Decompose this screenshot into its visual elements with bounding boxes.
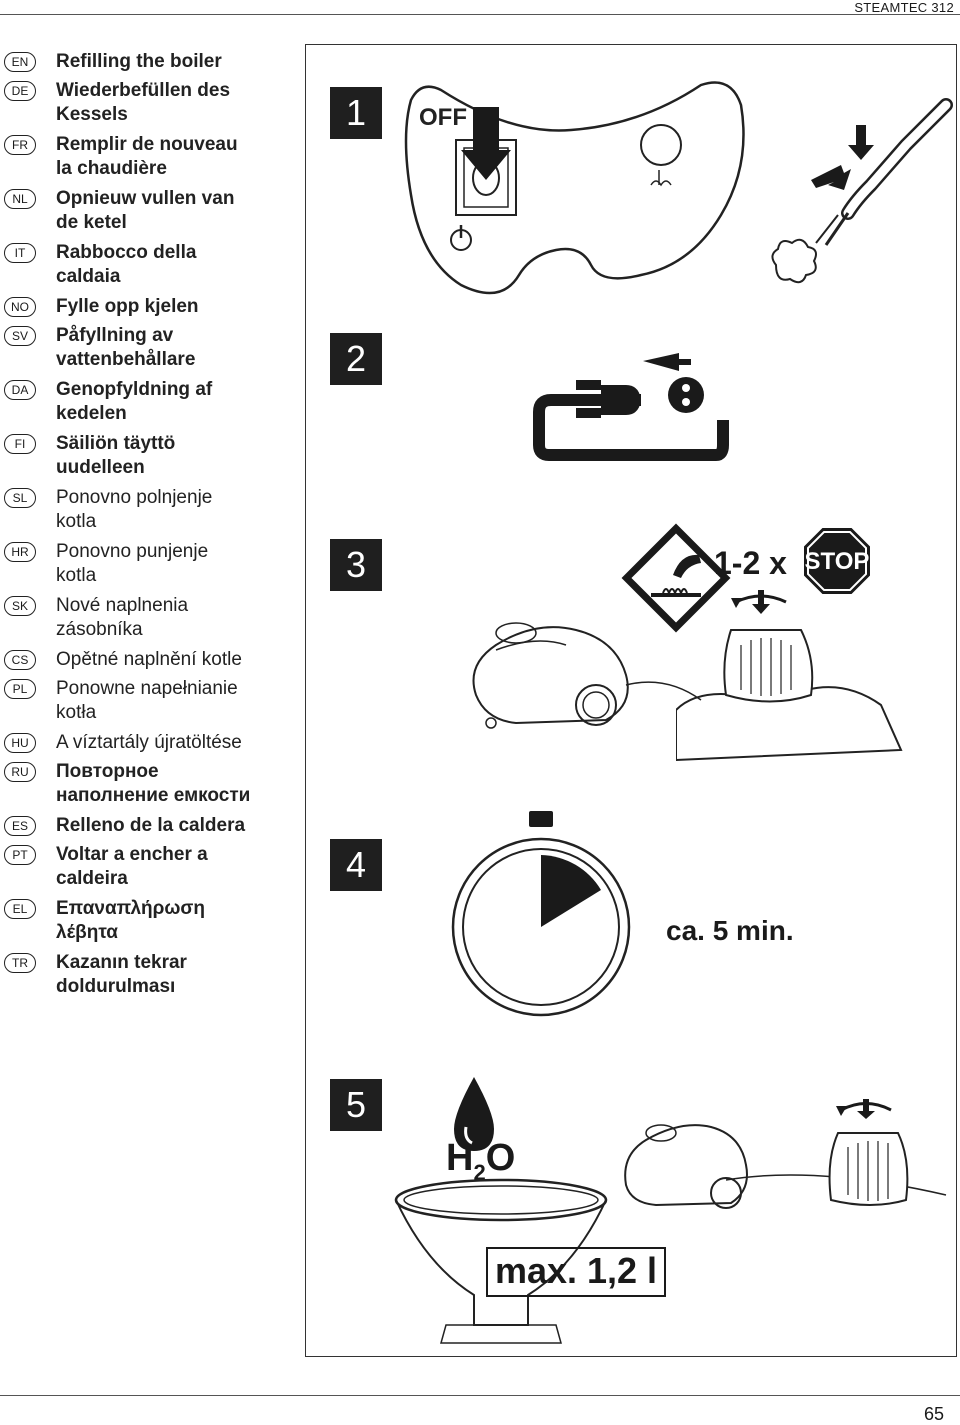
lang-badge: SV	[4, 326, 36, 346]
language-list: EN Refilling the boiler DE Wiederbefüllen …	[0, 0, 300, 1000]
lang-text: Voltar a encher a caldeira	[56, 844, 208, 889]
lang-row: HR Ponovno punjenje kotla	[4, 540, 286, 588]
lang-text: Ponovno punjenje kotla	[56, 541, 209, 586]
lang-badge: ES	[4, 816, 36, 836]
capacity-box: max. 1,2 l	[486, 1247, 666, 1297]
lang-badge: CS	[4, 650, 36, 670]
lang-row: DE Wiederbefüllen des Kessels	[4, 79, 286, 127]
water-formula: H2O	[446, 1137, 516, 1185]
header-divider	[0, 14, 960, 15]
lang-row: PT Voltar a encher a caldeira	[4, 843, 286, 891]
lang-text: Opětné naplnění kotle	[56, 649, 242, 670]
lang-badge: TR	[4, 953, 36, 973]
lang-text: Refilling the boiler	[56, 51, 222, 72]
lang-text: Remplir de nouveau la chaudière	[56, 134, 238, 179]
lang-row: SL Ponovno polnjenje kotla	[4, 486, 286, 534]
lang-badge: SL	[4, 488, 36, 508]
lang-badge: DA	[4, 380, 36, 400]
lang-text: Säiliön täyttö uudelleen	[56, 433, 176, 478]
lang-row: RU Повторное наполнение емкости	[4, 760, 286, 808]
lang-row: EN Refilling the boiler	[4, 50, 286, 74]
stopwatch-icon	[451, 811, 631, 1017]
lang-row: FR Remplir de nouveau la chaudière	[4, 133, 286, 181]
lang-badge: SK	[4, 596, 36, 616]
rotate-arrow-icon	[731, 590, 787, 614]
lang-badge: HU	[4, 733, 36, 753]
lang-text: Påfyllning av vattenbehållare	[56, 325, 196, 370]
lang-row: ES Relleno de la caldera	[4, 814, 286, 838]
unplug-illustration	[533, 353, 729, 461]
lang-row: EL Επαναπλήρωση λέβητα	[4, 897, 286, 945]
control-panel-illustration: OFF	[404, 81, 745, 295]
lang-badge: PL	[4, 679, 36, 699]
lang-text: Επαναπλήρωση λέβητα	[56, 898, 206, 943]
lang-badge: HR	[4, 542, 36, 562]
steam-cloud-icon	[771, 238, 817, 284]
rotate-arrow-icon	[836, 1099, 892, 1119]
lang-row: SV Påfyllning av vattenbehållare	[4, 324, 286, 372]
page-number: 65	[923, 1404, 944, 1424]
lang-text: Rabbocco della caldaia	[56, 242, 197, 287]
step-number: 5	[330, 1079, 382, 1131]
lang-row: PL Ponowne napełnianie kotła	[4, 677, 286, 725]
lang-row: TR Kazanın tekrar doldurulması	[4, 951, 286, 999]
lang-text: Ponovno polnjenje kotla	[56, 487, 213, 532]
lang-text: Genopfyldning af kedelen	[56, 379, 213, 424]
lang-row: FI Säiliön täyttö uudelleen	[4, 432, 286, 480]
lang-text: A víztartály újratöltése	[56, 732, 242, 753]
lang-badge: EN	[4, 52, 36, 72]
hot-surface-warning-icon	[621, 523, 731, 633]
lang-text: Fylle opp kjelen	[56, 296, 199, 317]
step-number: 3	[330, 539, 382, 591]
lang-badge: FI	[4, 434, 36, 454]
water-subscript: 2	[473, 1160, 486, 1185]
lang-text: Relleno de la caldera	[56, 815, 246, 836]
lang-text: Повторное наполнение емкости	[56, 761, 251, 806]
stop-sign-icon: STOP	[802, 526, 872, 596]
water-drop-icon	[454, 1077, 494, 1151]
lang-row: NO Fylle opp kjelen	[4, 295, 286, 319]
wait-time-label: ca. 5 min.	[666, 915, 794, 946]
lang-text: Wiederbefüllen des Kessels	[56, 80, 231, 125]
lang-text: Opnieuw vullen van de ketel	[56, 188, 235, 233]
steam-cleaner-icon	[624, 1099, 947, 1209]
footer-divider	[0, 1395, 960, 1396]
steam-icon	[650, 170, 672, 187]
off-label: OFF	[419, 104, 467, 131]
step-number: 2	[330, 333, 382, 385]
lang-badge: IT	[4, 243, 36, 263]
model-name: STEAMTEC 312	[854, 0, 954, 15]
step-number: 4	[330, 839, 382, 891]
lang-text: Kazanın tekrar doldurulması	[56, 952, 187, 997]
lang-badge: EL	[4, 899, 36, 919]
lang-text: Ponowne napełnianie kotła	[56, 678, 238, 723]
lang-row: SK Nové naplnenia zásobníka	[4, 594, 286, 642]
water-h: H	[446, 1137, 474, 1179]
lang-badge: NO	[4, 297, 36, 317]
funnel-icon	[394, 1178, 608, 1344]
lang-badge: NL	[4, 189, 36, 209]
lang-row: NL Opnieuw vullen van de ketel	[4, 187, 286, 235]
repeat-count-label: 1-2 x	[714, 545, 787, 581]
lang-row: DA Genopfyldning af kedelen	[4, 378, 286, 426]
steam-cleaner-icon	[472, 622, 702, 729]
plug-icon	[576, 380, 641, 418]
lang-row: IT Rabbocco della caldaia	[4, 241, 286, 289]
lang-badge: DE	[4, 81, 36, 101]
boiler-cap-icon	[676, 590, 903, 762]
instruction-panel: 1 OFF 2	[305, 44, 957, 1357]
lang-badge: RU	[4, 762, 36, 782]
stop-sign-text: STOP	[805, 548, 870, 575]
capacity-label: max. 1,2 l	[494, 1250, 658, 1291]
steam-gun-illustration	[771, 98, 953, 284]
lang-badge: FR	[4, 135, 36, 155]
water-o: O	[485, 1137, 516, 1179]
lang-row: HU A víztartály újratöltése	[4, 731, 286, 755]
lang-badge: PT	[4, 845, 36, 865]
step-number: 1	[330, 87, 382, 139]
power-icon	[450, 225, 472, 251]
lang-text: Nové naplnenia zásobníka	[56, 595, 189, 640]
lang-row: CS Opětné naplnění kotle	[4, 648, 286, 672]
